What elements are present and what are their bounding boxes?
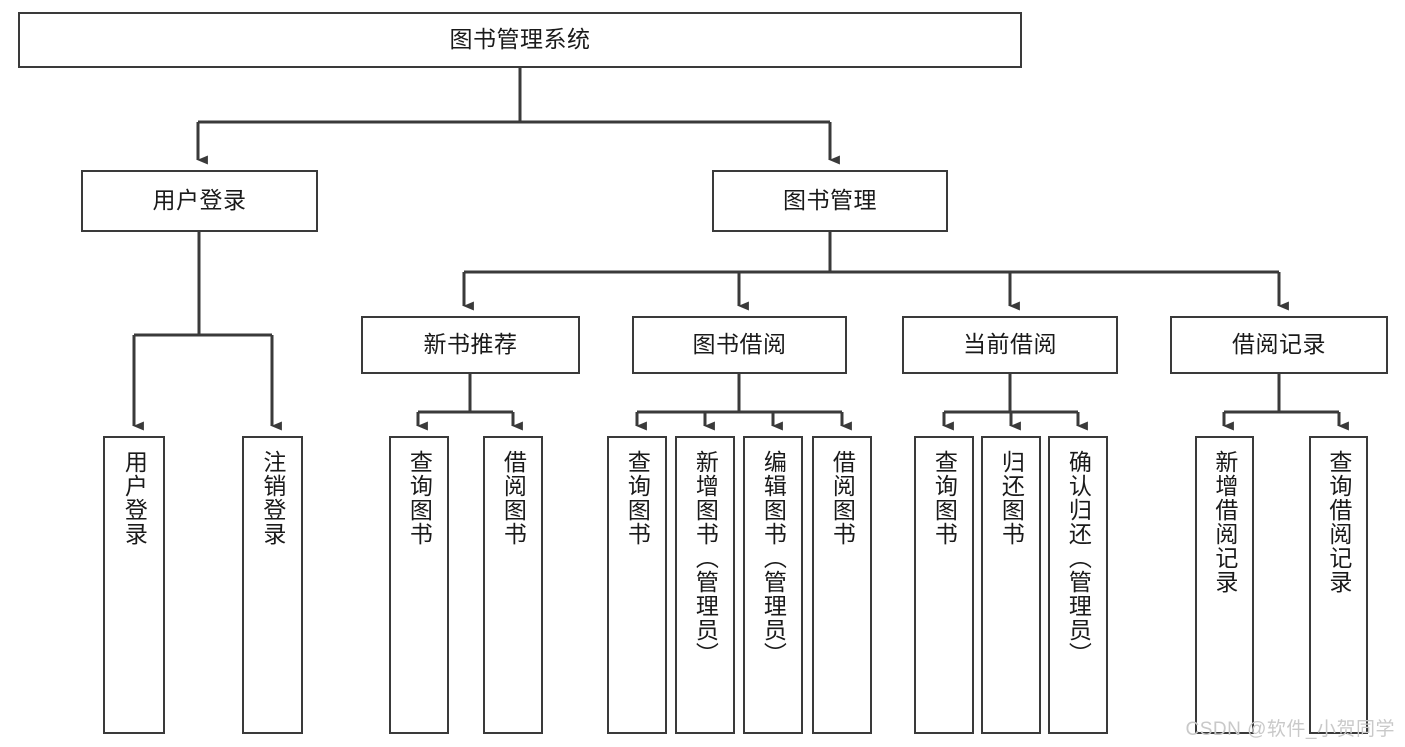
leaf-borrow-book-1-label: 借阅图书: [500, 450, 527, 546]
leaf-query-book-3[interactable]: 查询图书: [914, 436, 974, 734]
leaf-query-record[interactable]: 查询借阅记录: [1309, 436, 1368, 734]
node-current-borrow-label: 当前借阅: [963, 331, 1057, 358]
leaf-edit-book[interactable]: 编辑图书（管理员）: [743, 436, 803, 734]
leaf-user-login-label: 用户登录: [121, 450, 148, 546]
leaf-add-book[interactable]: 新增图书（管理员）: [675, 436, 735, 734]
watermark-text: CSDN @软件_小贺同学: [1185, 719, 1395, 740]
leaf-return-book[interactable]: 归还图书: [981, 436, 1041, 734]
leaf-borrow-book-1[interactable]: 借阅图书: [483, 436, 543, 734]
node-new-book-recommend[interactable]: 新书推荐: [361, 316, 580, 374]
node-user-login-label: 用户登录: [152, 187, 247, 214]
leaf-logout-login-label: 注销登录: [259, 450, 286, 546]
node-book-management[interactable]: 图书管理: [712, 170, 948, 232]
node-borrow-record[interactable]: 借阅记录: [1170, 316, 1388, 374]
leaf-add-book-label: 新增图书（管理员）: [692, 450, 719, 666]
leaf-confirm-return[interactable]: 确认归还（管理员）: [1048, 436, 1108, 734]
leaf-add-record[interactable]: 新增借阅记录: [1195, 436, 1254, 734]
node-book-management-label: 图书管理: [783, 187, 877, 214]
leaf-query-book-2[interactable]: 查询图书: [607, 436, 667, 734]
leaf-confirm-return-label: 确认归还（管理员）: [1065, 450, 1092, 666]
leaf-logout-login[interactable]: 注销登录: [242, 436, 303, 734]
leaf-add-record-label: 新增借阅记录: [1211, 450, 1238, 594]
leaf-query-book-3-label: 查询图书: [931, 450, 958, 546]
leaf-query-book-2-label: 查询图书: [624, 450, 651, 546]
node-new-book-recommend-label: 新书推荐: [423, 331, 518, 358]
leaf-query-book-1[interactable]: 查询图书: [389, 436, 449, 734]
leaf-user-login[interactable]: 用户登录: [103, 436, 165, 734]
node-user-login[interactable]: 用户登录: [81, 170, 318, 232]
node-root-label: 图书管理系统: [449, 26, 591, 53]
node-root[interactable]: 图书管理系统: [18, 12, 1022, 68]
node-book-borrow[interactable]: 图书借阅: [632, 316, 847, 374]
leaf-query-record-label: 查询借阅记录: [1325, 450, 1352, 594]
leaf-borrow-book-2-label: 借阅图书: [829, 450, 856, 546]
node-borrow-record-label: 借阅记录: [1232, 331, 1326, 358]
leaf-return-book-label: 归还图书: [998, 450, 1025, 546]
leaf-borrow-book-2[interactable]: 借阅图书: [812, 436, 872, 734]
node-book-borrow-label: 图书借阅: [692, 331, 787, 358]
leaf-query-book-1-label: 查询图书: [406, 450, 433, 546]
leaf-edit-book-label: 编辑图书（管理员）: [760, 450, 787, 666]
node-current-borrow[interactable]: 当前借阅: [902, 316, 1118, 374]
